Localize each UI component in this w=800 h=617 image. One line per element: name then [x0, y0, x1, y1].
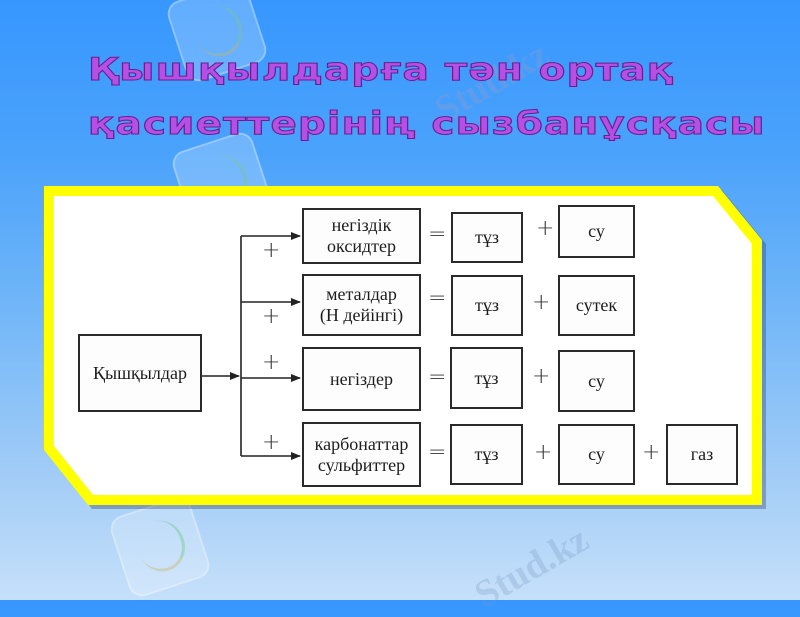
plus-sign: + — [536, 216, 555, 241]
connector-lines — [201, 232, 301, 460]
equals-sign: = — [428, 222, 447, 247]
product-label: газ — [690, 444, 714, 464]
product-box-salt: тұз — [450, 424, 523, 485]
product-box-gas: газ — [666, 424, 738, 485]
equals-sign: = — [428, 440, 447, 465]
reactant-line: оксидтер — [327, 236, 396, 256]
product-label: су — [588, 221, 605, 241]
plus-sign: + — [534, 440, 553, 465]
equals-sign: = — [428, 286, 447, 311]
product-label: тұз — [475, 227, 499, 247]
reactant-line: карбонаттар — [314, 433, 409, 454]
plus-sign: + — [262, 430, 281, 455]
product-box-water: су — [558, 205, 635, 258]
product-label: тұз — [474, 444, 499, 464]
product-label: су — [588, 370, 605, 391]
product-label: тұз — [475, 295, 499, 315]
source-box-acids: Қышқылдар — [78, 334, 202, 412]
plus-sign: + — [642, 440, 661, 465]
reactant-line: сульфиттер — [317, 454, 406, 475]
reactant-line: металдар — [326, 284, 397, 304]
reactant-line: (Н дейінгі) — [319, 305, 404, 325]
product-label: сутек — [575, 295, 618, 315]
plus-sign: + — [532, 364, 551, 389]
source-label: Қышқылдар — [93, 362, 187, 383]
product-box-salt: тұз — [450, 347, 523, 409]
product-label: су — [588, 444, 605, 464]
plus-sign: + — [262, 238, 281, 263]
reactant-box-basic-oxides: негіздік оксидтер — [302, 208, 421, 264]
page-title-line-2: қасиеттерінің сызбанұсқасы — [87, 106, 766, 143]
product-label: тұз — [474, 367, 499, 388]
product-box-salt: тұз — [451, 212, 523, 263]
product-box-water: су — [558, 424, 635, 485]
plus-sign: + — [262, 304, 281, 329]
equals-sign: = — [428, 365, 447, 390]
reactant-box-bases: негіздер — [302, 347, 421, 411]
reactant-line: негіздік — [331, 215, 392, 235]
plus-sign: + — [532, 290, 551, 315]
plus-sign: + — [262, 350, 281, 375]
product-box-water: су — [558, 350, 635, 412]
reactant-box-metals: металдар (Н дейінгі) — [302, 274, 421, 336]
reactant-line: негіздер — [330, 368, 393, 389]
product-box-salt: тұз — [451, 275, 523, 336]
page-title-line-1: Қышқылдарға тән ортақ — [87, 52, 675, 89]
product-box-hydrogen: сутек — [558, 275, 635, 336]
reactant-box-carbonates-sulfites: карбонаттар сульфиттер — [302, 422, 421, 487]
